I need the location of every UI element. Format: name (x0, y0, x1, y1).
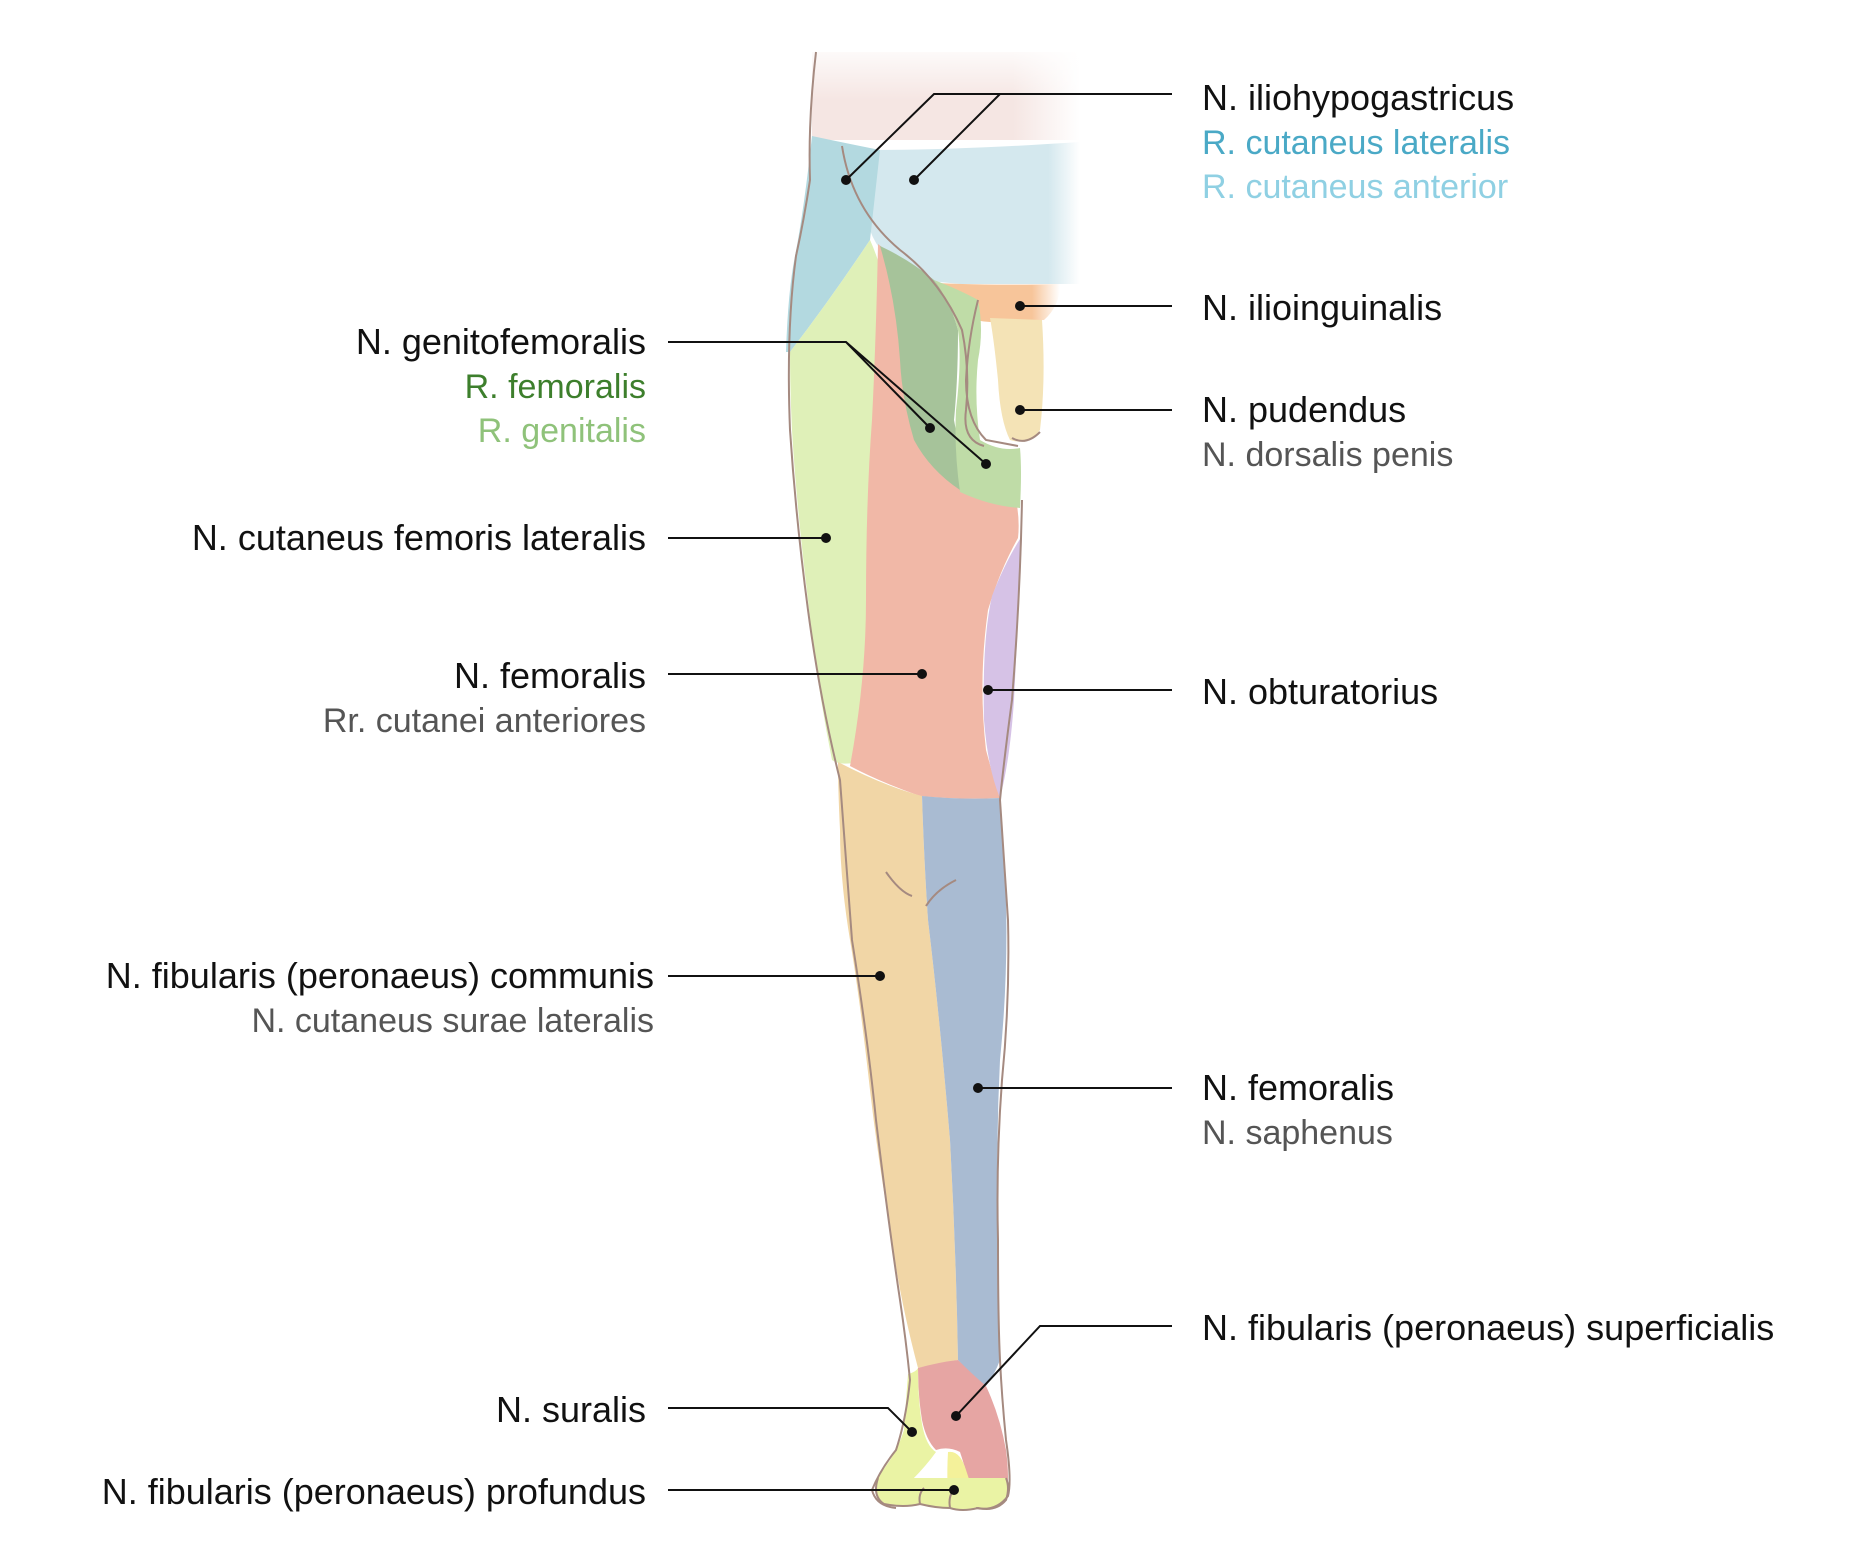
label-cutaneus-lateralis: R. cutaneus lateralis (1202, 124, 1511, 162)
label-r-femoralis: R. femoralis (464, 368, 646, 406)
label-iliohypogastricus: N. iliohypogastricus R. cutaneus lateral… (1202, 77, 1515, 206)
label-fibularis-profundus: N. fibularis (peronaeus) profundus (102, 1474, 646, 1510)
label-saphenus: N. saphenus (1202, 1114, 1393, 1152)
label-ilioinguinalis-main: N. ilioinguinalis (1202, 287, 1443, 328)
region-saphenus (922, 796, 1007, 1386)
label-suralis: N. suralis (496, 1392, 646, 1428)
region-cutaneus-femoris-lateralis-main (790, 240, 880, 764)
dot-ilioinguinalis (1015, 301, 1025, 311)
label-femoralis-saphenus: N. femoralis N. saphenus (1202, 1067, 1395, 1152)
label-suralis-main: N. suralis (495, 1389, 646, 1430)
leader-lines (668, 93, 1172, 1491)
toes (875, 1477, 1009, 1511)
label-fibularis-superficialis-main: N. fibularis (peronaeus) superficialis (1202, 1307, 1775, 1348)
region-suralis (876, 1368, 936, 1494)
label-genitofemoralis: N. genitofemoralis R. femoralis R. genit… (355, 321, 646, 450)
dot-genitofemoralis-femoral (925, 423, 935, 433)
dot-suralis (907, 1427, 917, 1437)
leader-dots (821, 175, 1025, 1495)
label-cutaneus-femoris-lateralis-main: N. cutaneus femoris lateralis (191, 517, 646, 558)
region-fibularis-communis (838, 762, 958, 1368)
region-genitofemoralis-genital (934, 280, 1021, 508)
dot-fibularis-superficialis (951, 1411, 961, 1421)
torso-top-fade (800, 40, 1100, 100)
leader-fibularis-superficialis (955, 1325, 1172, 1417)
dot-obturatorius (983, 685, 993, 695)
scrotal-fold (964, 299, 1019, 447)
leader-iliohypogastricus (845, 93, 1172, 181)
label-cutaneus-surae-lateralis: N. cutaneus surae lateralis (251, 1002, 654, 1040)
label-pudendus-main: N. pudendus (1202, 389, 1407, 430)
dot-genitofemoralis-genital (981, 459, 991, 469)
label-cutaneus-femoris-lateralis: N. cutaneus femoris lateralis (192, 520, 646, 556)
label-obturatorius-main: N. obturatorius (1202, 671, 1439, 712)
label-obturatorius: N. obturatorius (1202, 674, 1438, 710)
label-fibularis-superficialis: N. fibularis (peronaeus) superficialis (1202, 1310, 1774, 1346)
dot-iliohypogastricus-lateral (841, 175, 851, 185)
label-fibularis-communis: N. fibularis (peronaeus) communis N. cut… (105, 955, 654, 1040)
groin-fold (841, 145, 985, 447)
label-r-genitalis: R. genitalis (477, 412, 646, 450)
label-iliohypogastricus-main: N. iliohypogastricus (1202, 77, 1515, 118)
label-cutanei-anteriores: Rr. cutanei anteriores (322, 702, 646, 740)
dot-fibularis-communis (875, 971, 885, 981)
leg-outline-medial (975, 499, 1023, 1510)
knee-outline (885, 871, 957, 907)
label-femoralis-saphenus-main: N. femoralis (1202, 1067, 1395, 1108)
label-cutaneus-anterior: R. cutaneus anterior (1202, 168, 1509, 206)
label-fibularis-profundus-main: N. fibularis (peronaeus) profundus (101, 1471, 646, 1512)
label-pudendus: N. pudendus N. dorsalis penis (1202, 389, 1454, 474)
region-iliohypogastricus-anterior (870, 142, 1080, 284)
dot-femoralis-anterior (917, 669, 927, 679)
dot-pudendus (1015, 405, 1025, 415)
region-obturatorius (983, 536, 1022, 798)
label-genitofemoralis-main: N. genitofemoralis (355, 321, 646, 362)
label-dorsalis-penis: N. dorsalis penis (1202, 436, 1454, 474)
dot-cutaneus-femoris-lateralis (821, 533, 831, 543)
dot-femoralis-saphenus (973, 1083, 983, 1093)
leader-suralis (668, 1407, 913, 1433)
dot-iliohypogastricus-anterior (909, 175, 919, 185)
label-femoralis-anterior-main: N. femoralis (453, 655, 646, 696)
region-iliohypogastricus-lateral (786, 136, 880, 352)
leg-outline-lateral (787, 51, 912, 1509)
penis-tip-outline (1011, 431, 1041, 442)
label-femoralis-anterior: N. femoralis Rr. cutanei anteriores (322, 655, 646, 740)
leader-genitofemoralis (668, 341, 987, 465)
region-genitofemoralis-femoral (880, 246, 960, 490)
region-pudendus (990, 318, 1044, 442)
label-ilioinguinalis: N. ilioinguinalis (1202, 290, 1442, 326)
label-fibularis-communis-main: N. fibularis (peronaeus) communis (105, 955, 654, 996)
region-fibularis-superficialis (918, 1360, 1008, 1507)
dot-fibularis-profundus (949, 1485, 959, 1495)
